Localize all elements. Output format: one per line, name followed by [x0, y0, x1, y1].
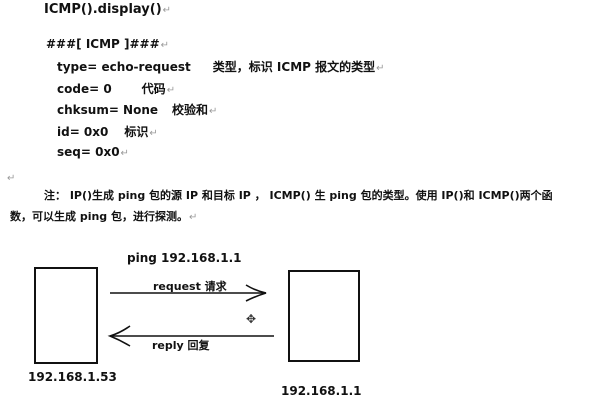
- reply-arrow-head: [107, 325, 131, 347]
- right-ip-label: 192.168.1.1: [281, 384, 362, 398]
- icmp-header-line: ###[ ICMP ]###↵: [46, 37, 169, 51]
- reply-label: reply 回复: [152, 339, 210, 352]
- field-note: 校验和: [172, 103, 209, 117]
- field-line-seq: seq= 0x0↵: [57, 145, 129, 159]
- field-line-code: code= 0 代码↵: [57, 80, 175, 97]
- field-line-chksum: chksum= None 校验和↵: [57, 101, 217, 118]
- field-note: 代码: [141, 82, 166, 96]
- host-left-box: [34, 267, 98, 364]
- paragraph-mark: ↵: [162, 5, 172, 16]
- note-line-2-text: 数，可以生成 ping 包，进行探测。: [10, 210, 189, 223]
- field-name: code= 0: [57, 82, 112, 96]
- move-cursor-icon: ✥: [246, 312, 257, 326]
- host-right-box: [288, 270, 360, 362]
- field-name: seq= 0x0: [57, 145, 120, 159]
- paragraph-mark: ↵: [120, 148, 129, 159]
- field-line-id: id= 0x0 标识↵: [57, 123, 158, 140]
- note-line-2: 数，可以生成 ping 包，进行探测。↵: [10, 208, 197, 224]
- paragraph-mark: ↵: [166, 85, 176, 96]
- paragraph-mark: ↵: [149, 128, 158, 139]
- note-line-1: 注： IP()生成 ping 包的源 IP 和目标 IP ， ICMP() 生 …: [44, 189, 553, 202]
- paragraph-mark: ↵: [189, 212, 198, 223]
- field-line-type: type= echo-request 类型，标识 ICMP 报文的类型↵: [57, 58, 385, 75]
- paragraph-mark: ↵: [209, 106, 218, 117]
- request-label: request 请求: [153, 280, 227, 293]
- field-name: id= 0x0: [57, 125, 109, 139]
- display-call-text: ICMP().display(): [44, 2, 162, 17]
- ping-label: ping 192.168.1.1: [127, 251, 242, 265]
- field-note: 类型，标识 ICMP 报文的类型: [212, 60, 376, 74]
- field-name: chksum= None: [57, 103, 159, 117]
- paragraph-mark: ↵: [160, 40, 170, 51]
- empty-paragraph: ↵: [6, 166, 15, 185]
- icmp-header-text: ###[ ICMP ]###: [46, 37, 160, 51]
- field-name: type= echo-request: [57, 60, 191, 74]
- paragraph-mark: ↵: [7, 173, 16, 184]
- request-arrow-head: [245, 284, 267, 302]
- code-line-display: ICMP().display()↵: [44, 2, 171, 17]
- field-note: 标识: [124, 125, 149, 139]
- left-ip-label: 192.168.1.53: [28, 370, 117, 384]
- paragraph-mark: ↵: [376, 63, 385, 74]
